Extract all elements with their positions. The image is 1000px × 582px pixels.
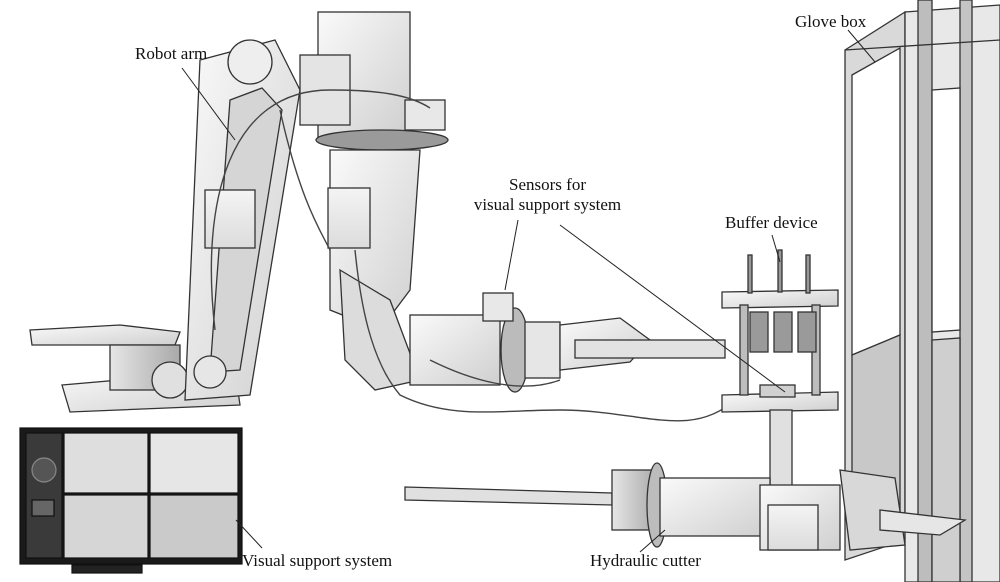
glove-box: [844, 0, 1000, 582]
hydraulic-cutter: [404, 462, 967, 551]
leader-lines: [181, 29, 876, 553]
label-sensors-line1: Sensors for: [509, 175, 586, 194]
label-sensors-line2: visual support system: [473, 195, 622, 214]
label-visual-support-system: Visual support system: [242, 551, 393, 570]
label-hydraulic-cutter: Hydraulic cutter: [590, 551, 701, 570]
label-robot-arm: Robot arm: [135, 44, 208, 63]
label-buffer-device: Buffer device: [725, 213, 818, 232]
monitor: [19, 427, 243, 574]
buffer-device: [721, 249, 839, 491]
label-sensors: Sensors for visual support system: [445, 175, 650, 215]
cables: [210, 89, 736, 422]
robot-arm: [29, 11, 726, 413]
label-glove-box: Glove box: [795, 12, 867, 31]
